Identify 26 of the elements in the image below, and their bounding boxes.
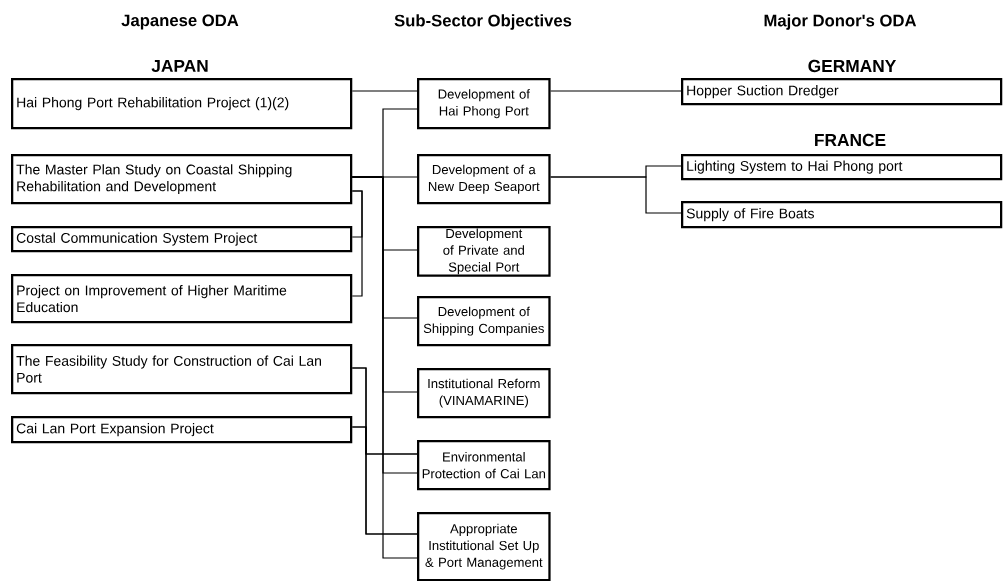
project-box: Project on Improvement of Higher Maritime Education — [11, 274, 353, 324]
objective-box: Development of Shipping Companies — [417, 296, 551, 347]
column-heading: Sub-Sector Objectives — [394, 14, 572, 30]
project-box: Hopper Suction Dredger — [681, 78, 1003, 106]
connector-line — [351, 426, 418, 535]
objective-box: Development of Private and Special Port — [417, 226, 551, 277]
project-box: Hai Phong Port Rehabilitation Project (1)(2) — [11, 78, 353, 130]
connector-line — [550, 90, 682, 92]
objective-box: Development of a New Deep Seaport — [417, 154, 551, 205]
connector-line — [351, 176, 418, 559]
connector-line — [550, 176, 682, 214]
column-heading: Japanese ODA — [121, 14, 239, 30]
connector-line — [351, 90, 418, 92]
connector-line — [351, 190, 363, 297]
objective-box: Development of Hai Phong Port — [417, 78, 551, 130]
project-box: Costal Communication System Project — [11, 226, 353, 253]
project-box: The Feasibility Study for Construction of Cai Lan Port — [11, 344, 353, 395]
objective-box: Environmental Protection of Cai Lan — [417, 440, 551, 491]
project-box: Cai Lan Port Expansion Project — [11, 416, 353, 444]
column-heading: Major Donor's ODA — [764, 14, 917, 30]
project-box: Lighting System to Hai Phong port — [681, 154, 1003, 181]
objective-box: Appropriate Institutional Set Up & Port Management — [417, 512, 551, 581]
country-heading: FRANCE — [815, 133, 886, 147]
project-box: The Master Plan Study on Coastal Shipping Rehabilitation and Development — [11, 154, 353, 205]
project-box: Supply of Fire Boats — [681, 201, 1003, 229]
objective-box: Institutional Reform (VINAMARINE) — [417, 368, 551, 419]
